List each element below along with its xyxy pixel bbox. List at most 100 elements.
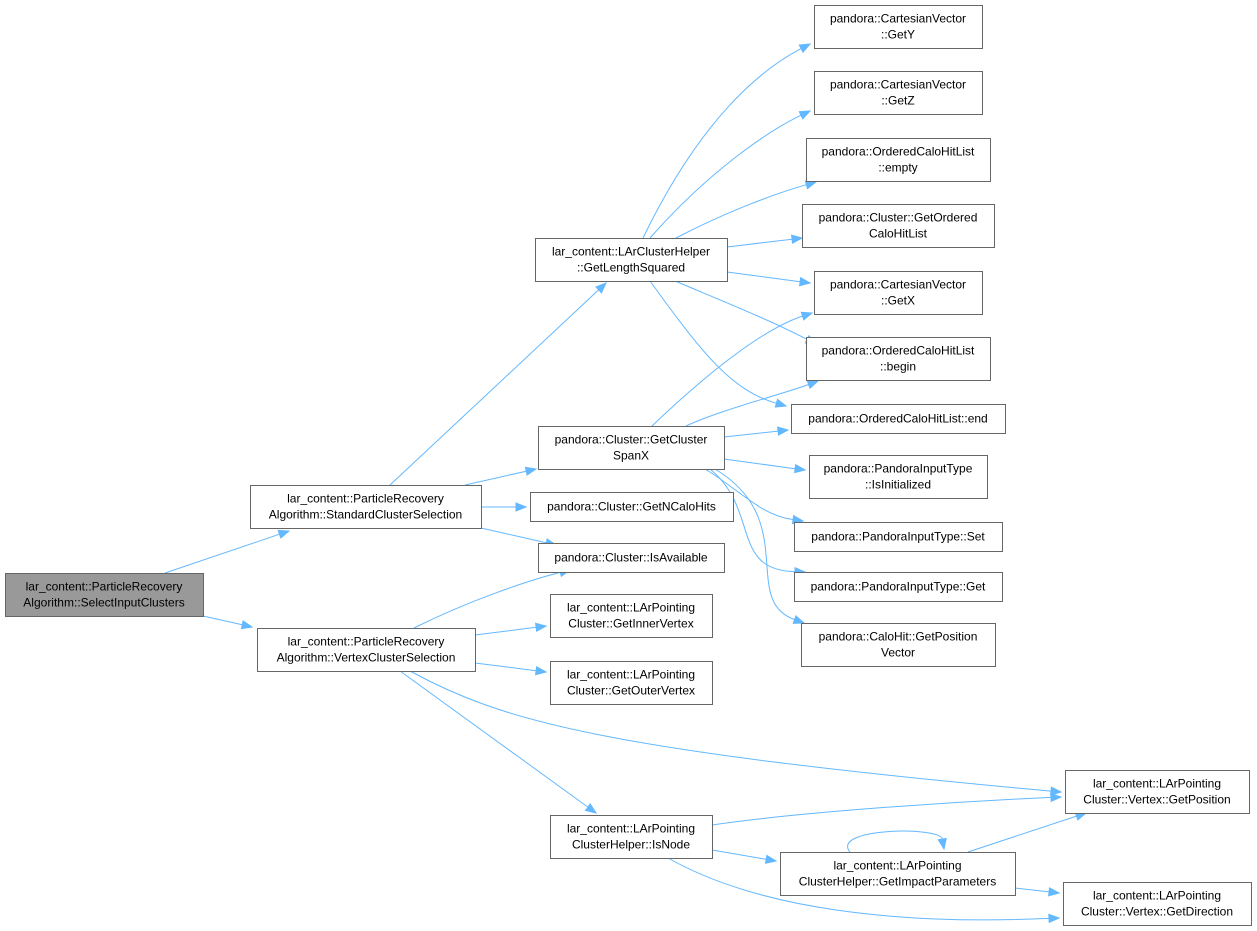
node-inner[interactable]: lar_content::LArPointingCluster::GetInne… — [550, 594, 713, 638]
node-label-line: ::GetX — [881, 294, 915, 308]
edge-line — [847, 830, 943, 853]
node-getx[interactable]: pandora::CartesianVector::GetX — [814, 271, 983, 315]
edge-select-to-standard — [164, 529, 291, 574]
node-position[interactable]: lar_content::LArPointingCluster::Vertex:… — [1065, 770, 1250, 814]
node-box — [5, 573, 204, 617]
node-select[interactable]: lar_content::ParticleRecoveryAlgorithm::… — [5, 573, 204, 617]
edge-line — [723, 458, 796, 470]
edge-vertexsel-to-outer — [474, 662, 548, 676]
edge-isnode-to-position — [711, 792, 1063, 826]
edge-line — [685, 384, 809, 427]
edge-standard-to-ncalo — [481, 502, 528, 512]
node-box — [1063, 882, 1252, 926]
node-box — [791, 404, 1006, 434]
node-end[interactable]: pandora::OrderedCaloHitList::end — [791, 404, 1006, 434]
edge-lensq-to-empty — [675, 180, 818, 239]
node-label-line: ::GetY — [881, 28, 915, 42]
node-lensq[interactable]: lar_content::LArClusterHelper::GetLength… — [535, 238, 728, 282]
node-get[interactable]: pandora::PandoraInputType::Get — [794, 572, 1003, 602]
node-label-line: lar_content::LArPointing — [1093, 889, 1221, 903]
node-label-line: Algorithm::SelectInputClusters — [23, 596, 184, 610]
node-box — [794, 522, 1003, 552]
node-set[interactable]: pandora::PandoraInputType::Set — [794, 522, 1003, 552]
edge-lensq-to-gety — [642, 43, 812, 239]
node-label-line: SpanX — [613, 449, 649, 463]
node-label-line: pandora::OrderedCaloHitList — [822, 344, 975, 358]
edge-line — [726, 238, 793, 248]
node-box — [250, 485, 482, 529]
arrowhead — [774, 398, 788, 408]
arrowhead — [1050, 792, 1063, 803]
node-label-line: lar_content::LArPointing — [567, 668, 695, 682]
arrowhead — [792, 615, 806, 624]
arrowhead — [798, 110, 812, 120]
node-label-line: pandora::PandoraInputType — [824, 462, 973, 476]
edge-lensq-to-getz — [649, 110, 812, 239]
arrowhead — [535, 666, 548, 676]
node-label-line: Vector — [881, 646, 915, 660]
node-gety[interactable]: pandora::CartesianVector::GetY — [814, 5, 983, 49]
arrowhead — [240, 620, 254, 630]
edge-impact-to-position — [967, 811, 1088, 853]
arrowhead — [1048, 887, 1061, 897]
node-label-line: pandora::CartesianVector — [830, 12, 966, 26]
edge-line — [480, 527, 547, 544]
edge-line — [474, 662, 537, 672]
node-box — [780, 852, 1016, 896]
node-box — [814, 5, 983, 49]
node-label-line: Cluster::Vertex::GetPosition — [1083, 793, 1230, 807]
node-direction[interactable]: lar_content::LArPointingCluster::Vertex:… — [1063, 882, 1252, 926]
node-label-line: pandora::OrderedCaloHitList::end — [808, 412, 987, 426]
arrowhead — [515, 502, 528, 512]
node-box — [535, 238, 728, 282]
node-box — [530, 492, 734, 522]
edge-line — [649, 114, 802, 239]
node-label-line: lar_content::LArPointing — [567, 822, 695, 836]
node-label-line: ::empty — [878, 161, 917, 175]
nodes-layer: lar_content::ParticleRecoveryAlgorithm::… — [5, 5, 1252, 926]
edge-spanx-to-end — [723, 426, 790, 438]
node-empty[interactable]: pandora::OrderedCaloHitList::empty — [806, 138, 991, 182]
node-label-line: pandora::CartesianVector — [830, 278, 966, 292]
arrowhead — [595, 282, 607, 294]
node-label-line: pandora::OrderedCaloHitList — [822, 145, 975, 159]
edge-standard-to-lensq — [389, 282, 607, 486]
edge-line — [642, 48, 802, 239]
node-label-line: CaloHitList — [869, 227, 928, 241]
node-label-line: pandora::Cluster::GetCluster — [555, 433, 708, 447]
edge-line — [709, 468, 796, 573]
node-label-line: pandora::Cluster::GetOrdered — [819, 211, 978, 225]
node-avail[interactable]: pandora::Cluster::IsAvailable — [538, 543, 725, 573]
edge-line — [164, 533, 280, 574]
edge-lensq-to-getx — [726, 271, 812, 287]
node-begin[interactable]: pandora::OrderedCaloHitList::begin — [806, 337, 991, 381]
arrowhead — [535, 622, 548, 632]
node-label-line: pandora::CartesianVector — [830, 78, 966, 92]
node-vertexsel[interactable]: lar_content::ParticleRecoveryAlgorithm::… — [257, 628, 476, 672]
node-label-line: lar_content::LArClusterHelper — [552, 245, 710, 259]
node-impact[interactable]: lar_content::LArPointingClusterHelper::G… — [780, 852, 1016, 896]
node-outer[interactable]: lar_content::LArPointingCluster::GetOute… — [550, 661, 713, 705]
arrowhead — [1048, 913, 1061, 924]
arrowhead — [1050, 786, 1063, 796]
edge-vertexsel-to-inner — [474, 622, 548, 636]
node-box — [257, 628, 476, 672]
node-box — [550, 594, 713, 638]
edge-vertexsel-to-avail — [413, 567, 572, 629]
edge-line — [1014, 887, 1050, 893]
node-getz[interactable]: pandora::CartesianVector::GetZ — [814, 71, 983, 115]
edges-layer — [164, 43, 1088, 924]
edge-impact-to-direction — [1014, 887, 1061, 897]
arrowhead — [794, 463, 807, 474]
node-isnode[interactable]: lar_content::LArPointingClusterHelper::I… — [550, 815, 713, 859]
node-isinit[interactable]: pandora::PandoraInputType::IsInitialized — [809, 455, 988, 499]
node-label-line: lar_content::ParticleRecovery — [26, 580, 183, 594]
node-standard[interactable]: lar_content::ParticleRecoveryAlgorithm::… — [250, 485, 482, 529]
node-ncalo[interactable]: pandora::Cluster::GetNCaloHits — [530, 492, 734, 522]
arrowhead — [764, 854, 778, 864]
node-box — [1065, 770, 1250, 814]
arrowhead — [277, 529, 291, 539]
